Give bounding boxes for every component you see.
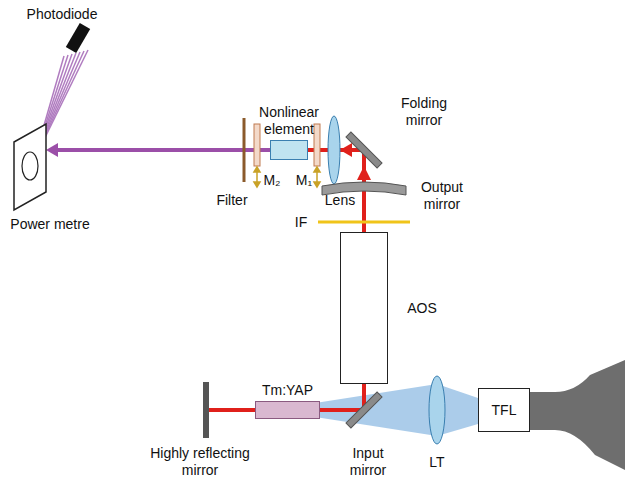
lens xyxy=(328,116,340,184)
interference-filter xyxy=(318,221,410,224)
crystal-box: Tm:YAP xyxy=(255,401,320,419)
mirror-label: M₂ xyxy=(263,172,280,189)
part-label: Highly reflecting mirror xyxy=(138,445,263,479)
hr-mirror xyxy=(203,382,209,438)
crystal-box: Nonlinear element xyxy=(270,140,308,160)
laser-box: TFL xyxy=(478,388,530,432)
beam-arrowhead xyxy=(46,143,58,157)
mirror-m1 xyxy=(314,124,320,166)
beam-arrowhead xyxy=(340,143,352,157)
input-mirror xyxy=(346,392,382,428)
part-label: Output mirror xyxy=(412,179,472,213)
part-label: Photodiode xyxy=(27,6,98,23)
fibre-laser-body xyxy=(530,360,625,470)
aos-box: AOS xyxy=(340,232,388,384)
component-label: Nonlinear element xyxy=(253,104,325,138)
component-label: Tm:YAP xyxy=(248,382,328,399)
lens-lt xyxy=(429,376,445,444)
component-label: TFL xyxy=(492,402,517,419)
power-metre-icon xyxy=(14,124,46,210)
component-label: AOS xyxy=(397,300,447,317)
mirror-m2 xyxy=(254,124,260,166)
part-label: LT xyxy=(429,454,444,471)
part-label: Lens xyxy=(325,192,355,209)
beam-arrowhead xyxy=(357,166,371,180)
part-label: Folding mirror xyxy=(394,95,454,129)
power-metre-head xyxy=(22,152,38,180)
filter-plate xyxy=(243,118,246,182)
part-label: Input mirror xyxy=(341,445,396,479)
folding-mirror xyxy=(346,132,382,168)
part-label: Power metre xyxy=(10,216,89,233)
part-label: Filter xyxy=(216,192,247,209)
photodiode-icon xyxy=(66,23,90,53)
mirror-label: M₁ xyxy=(296,172,312,189)
part-label: IF xyxy=(295,214,307,231)
